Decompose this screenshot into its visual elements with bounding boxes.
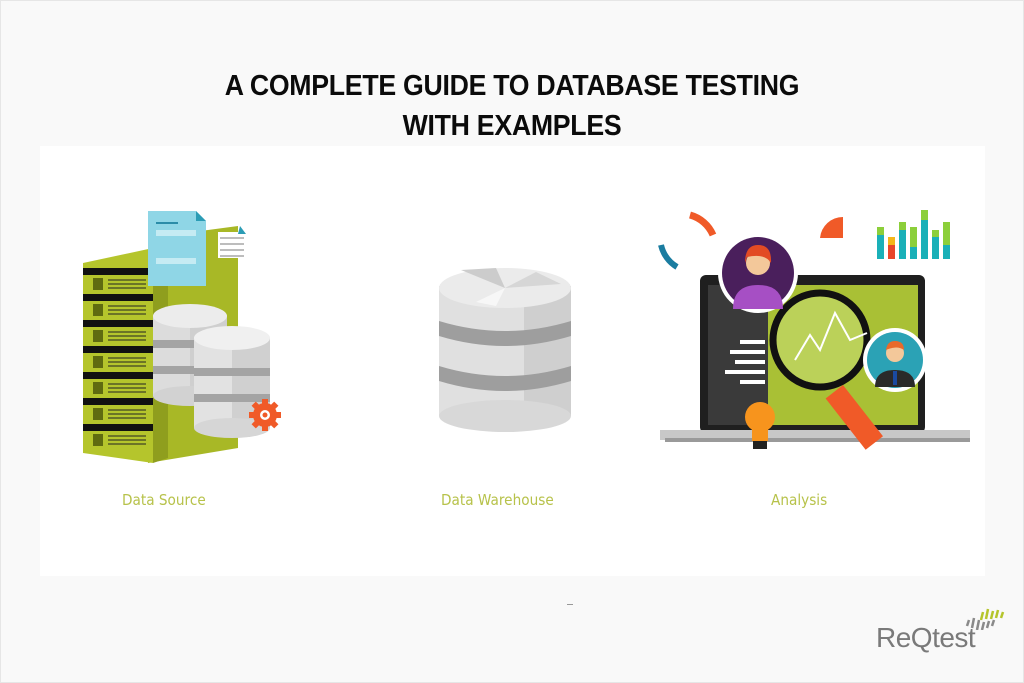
server-database-icon: [83, 211, 281, 463]
title-line-1: A COMPLETE GUIDE TO DATABASE TESTING: [224, 70, 800, 102]
reqtest-logo-icon: [965, 608, 1005, 630]
stage-label-data-warehouse: Data Warehouse: [441, 491, 554, 509]
database-icon: [439, 268, 571, 432]
brand-name: ReQtest: [876, 622, 976, 653]
stage-label-data-source: Data Source: [122, 491, 206, 509]
title-line-2: WITH EXAMPLES: [402, 110, 622, 142]
stage-label-analysis: Analysis: [771, 491, 828, 509]
page-title: A COMPLETE GUIDE TO DATABASE TESTING WIT…: [41, 66, 983, 146]
divider-mark: [567, 604, 573, 605]
laptop-analysis-icon: [658, 210, 970, 450]
